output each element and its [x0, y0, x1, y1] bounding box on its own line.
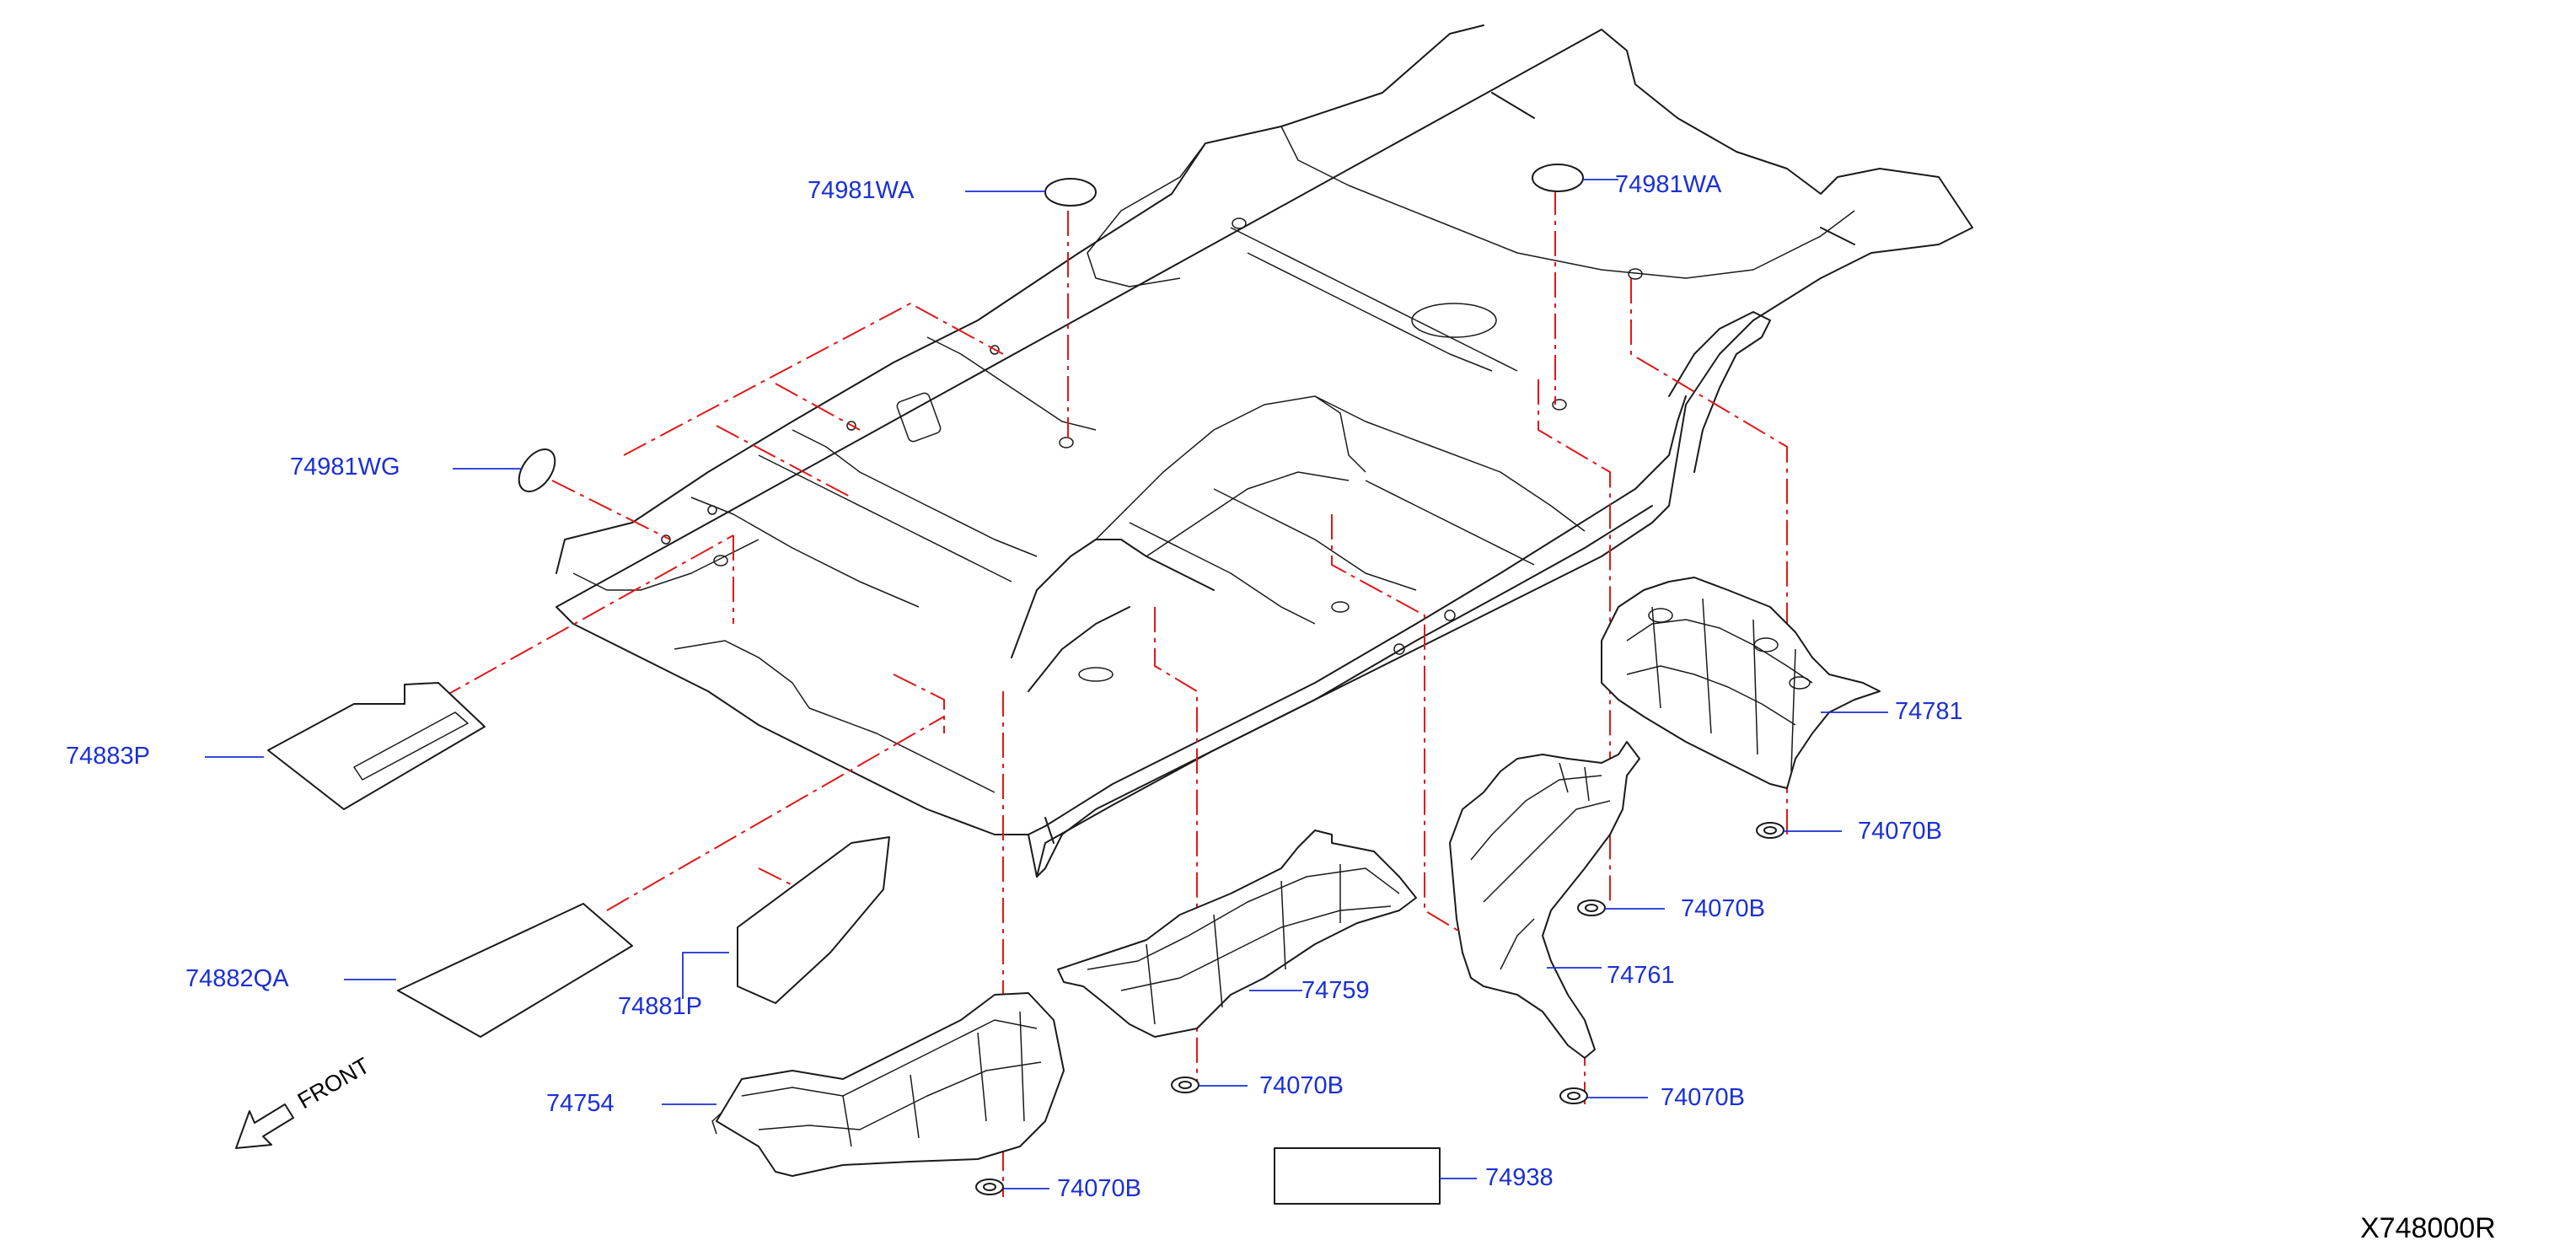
label-74070B-4: 74070B — [1661, 1084, 1745, 1111]
label-74070B-1: 74070B — [1858, 818, 1942, 845]
diagram-code: X748000R — [2360, 1212, 2496, 1244]
label-74754: 74754 — [546, 1090, 614, 1117]
label-74981WA-right: 74981WA — [1615, 171, 1722, 198]
label-74070B-3: 74070B — [1259, 1072, 1344, 1099]
front-label: FRONT — [293, 1053, 374, 1114]
clip-74070B-1 — [1756, 822, 1784, 839]
label-74981WG: 74981WG — [290, 454, 400, 481]
label-74981WA-left: 74981WA — [808, 177, 915, 204]
front-arrow-icon — [235, 1103, 294, 1149]
clip-74070B-3 — [1171, 1077, 1199, 1093]
plug-74981WA-left — [1044, 178, 1097, 207]
insulator-74759 — [1057, 830, 1417, 1038]
insulator-74781 — [1601, 577, 1881, 789]
label-74759: 74759 — [1301, 977, 1370, 1004]
floor-panel — [555, 24, 1973, 878]
label-74070B-5: 74070B — [1057, 1175, 1141, 1202]
clip-74070B-4 — [1559, 1087, 1588, 1104]
leader-lines — [205, 179, 1888, 1189]
label-74883P: 74883P — [66, 743, 150, 770]
mat-74882QA — [397, 903, 633, 1038]
clip-74070B-2 — [1577, 899, 1606, 916]
label-74781: 74781 — [1895, 698, 1963, 725]
insulator-74761 — [1449, 741, 1640, 1059]
part-labels: 74981WA 74981WA 74981WG 74883P 74882QA 7… — [66, 171, 1963, 1202]
label-74070B-2: 74070B — [1681, 895, 1765, 922]
label-74882QA: 74882QA — [185, 965, 289, 992]
pad-74881P — [737, 836, 890, 1004]
front-indicator: FRONT — [235, 1053, 374, 1149]
insulator-74754 — [711, 992, 1065, 1177]
label-74761: 74761 — [1607, 962, 1675, 989]
label-74938: 74938 — [1485, 1164, 1554, 1191]
mat-74883P — [267, 682, 486, 810]
plug-74981WA-right — [1532, 164, 1584, 192]
clip-74070B-5 — [975, 1179, 1004, 1195]
label-74881P: 74881P — [618, 993, 702, 1020]
plug-74981WG — [518, 448, 556, 492]
label-74938 — [1274, 1147, 1441, 1205]
